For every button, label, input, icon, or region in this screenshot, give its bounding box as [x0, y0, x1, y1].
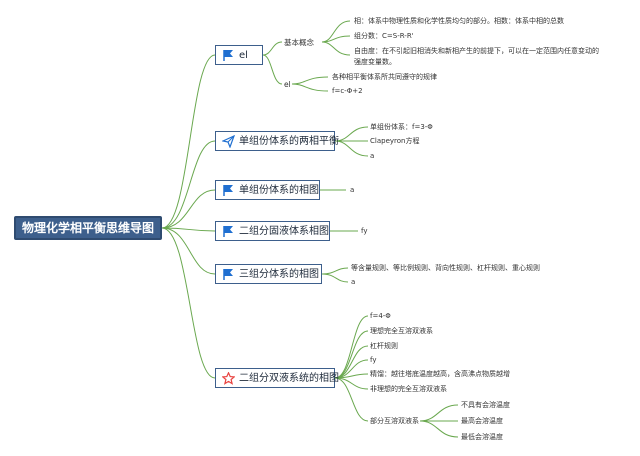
- leaf-ideal-miscible[interactable]: 理想完全互溶双液系: [370, 327, 433, 335]
- leaf-a[interactable]: a: [350, 186, 355, 194]
- leaf-distillation[interactable]: 精馏：越往塔底温度越高，含高沸点物质越增: [370, 370, 510, 378]
- branch-label: 单组份体系的两相平衡: [239, 135, 339, 147]
- leaf-upper-consolute-temp[interactable]: 最高会溶温度: [461, 417, 503, 425]
- leaf-degrees-of-freedom[interactable]: 自由度：在不引起旧相消失和新相产生的前提下，可以在一定范围内任意变动的: [354, 47, 599, 55]
- leaf-clapeyron[interactable]: Clapeyron方程: [370, 137, 420, 145]
- leaf-phase-rule-formula[interactable]: f=c-Φ+2: [332, 87, 363, 95]
- branch-node-two-solid-liquid[interactable]: 二组分固液体系相图: [215, 221, 330, 241]
- branch-node-single-two-phase[interactable]: 单组份体系的两相平衡: [215, 131, 339, 151]
- sub-topic-partial-miscible[interactable]: 部分互溶双液系: [370, 417, 419, 425]
- flag-icon: [223, 225, 233, 237]
- leaf-phase-definition[interactable]: 相：体系中物理性质和化学性质均匀的部分。相数：体系中相的总数: [354, 17, 564, 25]
- leaf-a[interactable]: a: [351, 278, 356, 286]
- leaf-fy[interactable]: fy: [370, 356, 377, 364]
- branch-label: 二组分双液系统的相图: [239, 372, 339, 384]
- sub-topic-el[interactable]: el: [284, 80, 291, 89]
- leaf-a[interactable]: a: [370, 152, 375, 160]
- leaf-fy[interactable]: fy: [361, 227, 368, 235]
- leaf-lever-rule[interactable]: 杠杆规则: [370, 342, 398, 350]
- branch-node-el[interactable]: el: [215, 45, 263, 65]
- flag-icon: [223, 184, 233, 196]
- branch-node-three-component[interactable]: 三组分体系的相图: [215, 264, 322, 284]
- leaf-components[interactable]: 组分数：C=S-R-R': [354, 32, 414, 40]
- root-node[interactable]: 物理化学相平衡思维导图: [14, 216, 162, 240]
- branch-label: 二组分固液体系相图: [239, 225, 329, 237]
- leaf-lower-consolute-temp[interactable]: 最低会溶温度: [461, 433, 503, 441]
- branch-label: 三组分体系的相图: [239, 268, 319, 280]
- branch-label: el: [239, 49, 248, 61]
- star-icon: [222, 371, 235, 385]
- branch-label: 单组份体系的相图: [239, 184, 319, 196]
- sub-topic-basic-concepts[interactable]: 基本概念: [284, 38, 314, 47]
- leaf-f-4-phi[interactable]: f=4-Φ: [370, 312, 391, 320]
- branch-node-single-phase-diagram[interactable]: 单组份体系的相图: [215, 180, 320, 200]
- leaf-degrees-of-freedom-cont: 强度变量数。: [354, 58, 396, 66]
- leaf-nonideal-miscible[interactable]: 非理想的完全互溶双液系: [370, 385, 447, 393]
- leaf-ternary-rules[interactable]: 等含量规则、等比例规则、背向性规则、杠杆规则、重心规则: [351, 264, 540, 272]
- paper-plane-icon: [222, 134, 235, 148]
- leaf-single-component-f[interactable]: 单组份体系：f=3-Φ: [370, 123, 433, 131]
- branch-node-two-liquid[interactable]: 二组分双液系统的相图: [215, 368, 339, 388]
- leaf-no-consolute-temp[interactable]: 不具有会溶温度: [461, 401, 510, 409]
- flag-icon: [223, 49, 233, 61]
- leaf-phase-rule-desc[interactable]: 各种相平衡体系所共同遵守的规律: [332, 73, 437, 81]
- flag-icon: [223, 268, 233, 280]
